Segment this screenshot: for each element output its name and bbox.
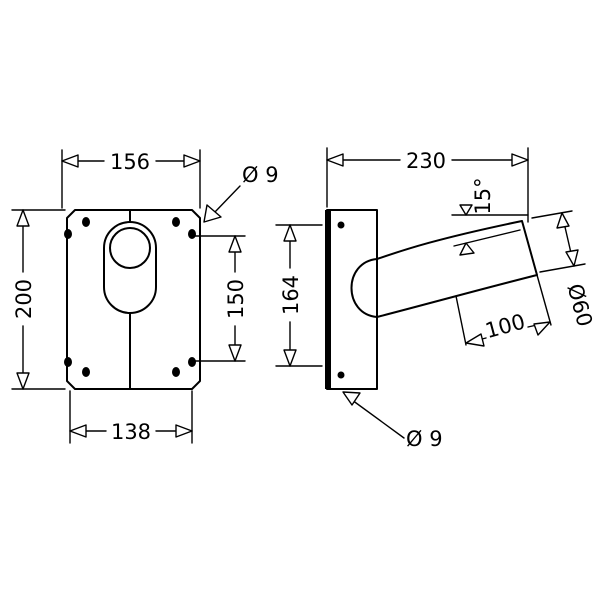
front-plate [66, 209, 201, 390]
dim-diameter-label: Ø60 [563, 281, 597, 329]
side-plate-edge [325, 210, 331, 389]
dim-230: 230 [326, 147, 529, 223]
dim-150-label: 150 [224, 279, 248, 319]
dim-angle-label: 15° [471, 177, 495, 214]
front-pipe-opening [109, 227, 151, 269]
front-hole-top-right-2 [188, 229, 196, 239]
front-hole-bottom-right-2 [188, 357, 196, 367]
front-hole-bottom-right-1 [172, 367, 180, 377]
dim-230-label: 230 [406, 149, 446, 173]
front-hole-label: Ø 9 [242, 163, 279, 187]
front-hole-top-right-1 [172, 217, 180, 227]
front-view: 156 138 200 [11, 149, 279, 444]
side-hole-callout: Ø 9 [342, 391, 443, 451]
side-plate [326, 209, 378, 390]
side-hole-label: Ø 9 [406, 427, 443, 451]
side-view: 230 164 15° 100 [275, 147, 597, 451]
front-hole-top-left-2 [82, 217, 90, 227]
dim-100: 100 [455, 274, 552, 347]
front-hole-top-left-1 [64, 229, 72, 239]
front-hole-bottom-left-2 [82, 367, 90, 377]
dim-156: 156 [61, 149, 201, 209]
dim-156-label: 156 [110, 150, 150, 174]
dim-200: 200 [11, 209, 66, 390]
side-hole-1 [337, 221, 345, 229]
dim-138: 138 [69, 390, 193, 444]
front-hole-bottom-left-1 [64, 357, 72, 367]
dim-angle: 15° [451, 177, 529, 256]
dim-150: 150 [194, 235, 248, 362]
front-hole-callout: Ø 9 [203, 163, 279, 223]
front-pipe-socket [103, 221, 157, 314]
dim-200-label: 200 [12, 279, 36, 319]
side-pipe-arm [350, 220, 538, 318]
dim-164-label: 164 [279, 275, 303, 315]
dim-164: 164 [275, 224, 323, 367]
dim-diameter: Ø60 [531, 210, 597, 329]
dim-138-label: 138 [111, 420, 151, 444]
dim-100-label: 100 [483, 309, 528, 343]
side-hole-2 [337, 371, 345, 379]
